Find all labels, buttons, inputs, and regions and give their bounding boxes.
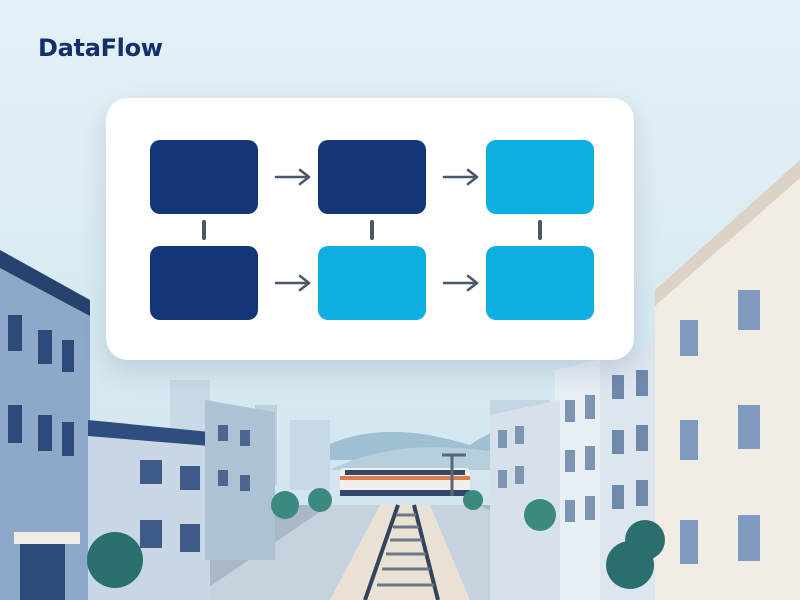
vertical-connector-c3 <box>538 220 542 240</box>
flow-node-r1-c2 <box>318 140 426 214</box>
arrow-right-icon <box>274 274 311 292</box>
arrow-right-icon <box>442 168 479 186</box>
arrow-right-icon <box>442 274 479 292</box>
vertical-connector-c2 <box>370 220 374 240</box>
flow-node-r2-c2 <box>318 246 426 320</box>
vertical-connector-c1 <box>202 220 206 240</box>
arrow-right-icon <box>274 168 311 186</box>
flow-node-r1-c1 <box>150 140 258 214</box>
flow-node-r2-c1 <box>150 246 258 320</box>
app-logo-text: DataFlow <box>38 34 163 62</box>
flow-node-r2-c3 <box>486 246 594 320</box>
flow-diagram-card <box>106 98 634 360</box>
flow-node-r1-c3 <box>486 140 594 214</box>
